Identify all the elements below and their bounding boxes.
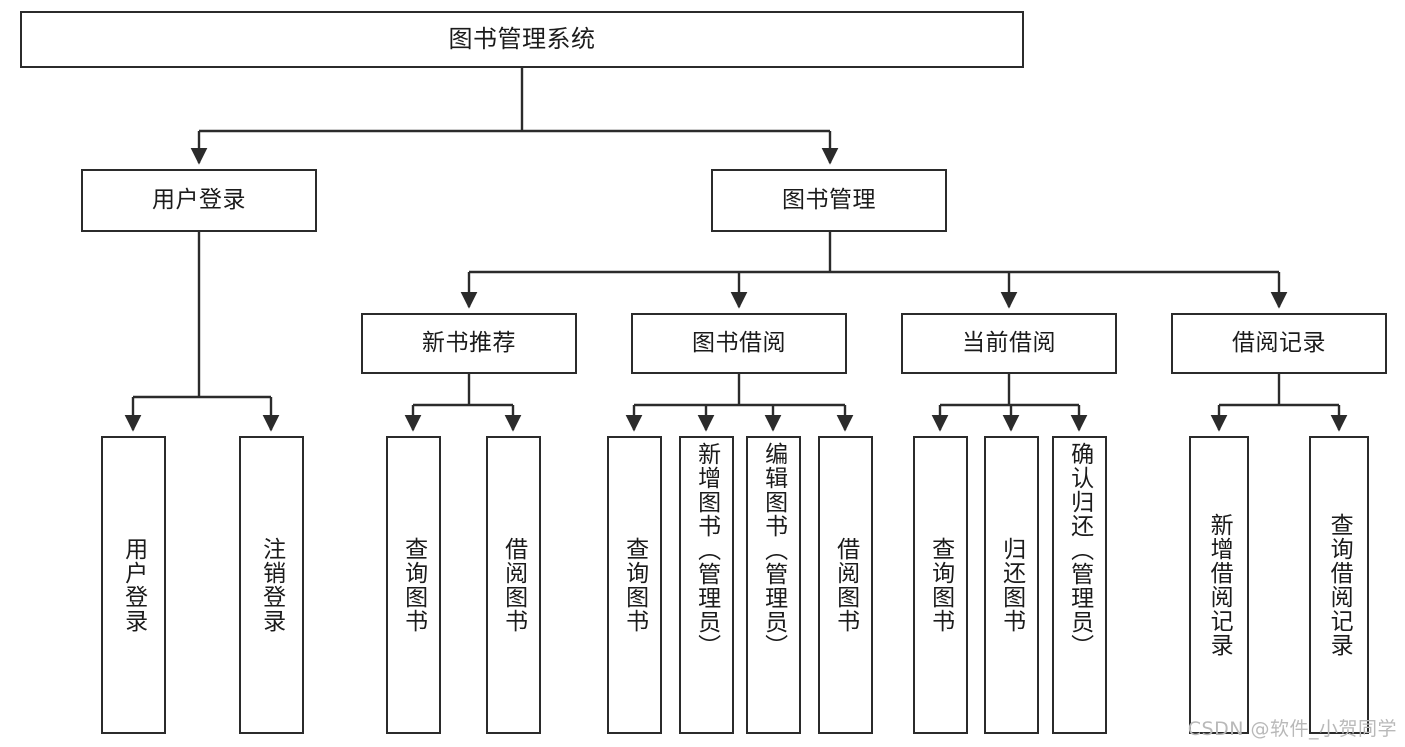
- node-leaf-add-borrow-record-label: 新增借阅记录: [1206, 513, 1233, 657]
- node-leaf-user-login-label: 用户登录: [120, 537, 147, 633]
- node-leaf-query-book-2-label: 查询图书: [621, 537, 648, 633]
- csdn-watermark: CSDN @软件_小贺同学: [1187, 718, 1397, 740]
- node-leaf-user-login[interactable]: 用户登录: [101, 436, 166, 734]
- node-leaf-return-book-label: 归还图书: [998, 537, 1025, 633]
- node-root-label: 图书管理系统: [448, 25, 596, 54]
- node-leaf-query-book-1-label: 查询图书: [400, 537, 427, 633]
- node-leaf-query-borrow-record[interactable]: 查询借阅记录: [1309, 436, 1369, 734]
- node-leaf-borrow-book-2-label: 借阅图书: [832, 537, 859, 633]
- node-leaf-return-book[interactable]: 归还图书: [984, 436, 1039, 734]
- node-leaf-borrow-book-1-label: 借阅图书: [500, 537, 527, 633]
- node-book-manage-label: 图书管理: [782, 186, 876, 213]
- node-leaf-query-book-3[interactable]: 查询图书: [913, 436, 968, 734]
- node-book-manage[interactable]: 图书管理: [711, 169, 947, 232]
- node-leaf-add-book-admin-label: 新增图书（管理员）: [693, 442, 720, 658]
- node-book-borrow[interactable]: 图书借阅: [631, 313, 847, 374]
- node-leaf-edit-book-admin-label: 编辑图书（管理员）: [760, 442, 787, 658]
- node-root-system[interactable]: 图书管理系统: [20, 11, 1024, 68]
- node-leaf-borrow-book-1[interactable]: 借阅图书: [486, 436, 541, 734]
- node-leaf-logout[interactable]: 注销登录: [239, 436, 304, 734]
- node-user-login[interactable]: 用户登录: [81, 169, 317, 232]
- node-leaf-query-borrow-record-label: 查询借阅记录: [1326, 513, 1353, 657]
- node-leaf-add-book-admin[interactable]: 新增图书（管理员）: [679, 436, 734, 734]
- node-leaf-query-book-2[interactable]: 查询图书: [607, 436, 662, 734]
- node-leaf-borrow-book-2[interactable]: 借阅图书: [818, 436, 873, 734]
- node-leaf-logout-label: 注销登录: [258, 537, 285, 633]
- node-leaf-confirm-return-admin[interactable]: 确认归还（管理员）: [1052, 436, 1107, 734]
- node-current-borrow-label: 当前借阅: [962, 329, 1056, 356]
- node-current-borrow[interactable]: 当前借阅: [901, 313, 1117, 374]
- node-user-login-label: 用户登录: [152, 186, 246, 213]
- node-leaf-confirm-return-admin-label: 确认归还（管理员）: [1066, 442, 1093, 658]
- node-new-book-recommend-label: 新书推荐: [422, 329, 516, 356]
- node-leaf-add-borrow-record[interactable]: 新增借阅记录: [1189, 436, 1249, 734]
- node-borrow-record-label: 借阅记录: [1232, 329, 1326, 356]
- node-leaf-query-book-3-label: 查询图书: [927, 537, 954, 633]
- node-leaf-query-book-1[interactable]: 查询图书: [386, 436, 441, 734]
- node-borrow-record[interactable]: 借阅记录: [1171, 313, 1387, 374]
- node-new-book-recommend[interactable]: 新书推荐: [361, 313, 577, 374]
- node-book-borrow-label: 图书借阅: [692, 329, 786, 356]
- node-leaf-edit-book-admin[interactable]: 编辑图书（管理员）: [746, 436, 801, 734]
